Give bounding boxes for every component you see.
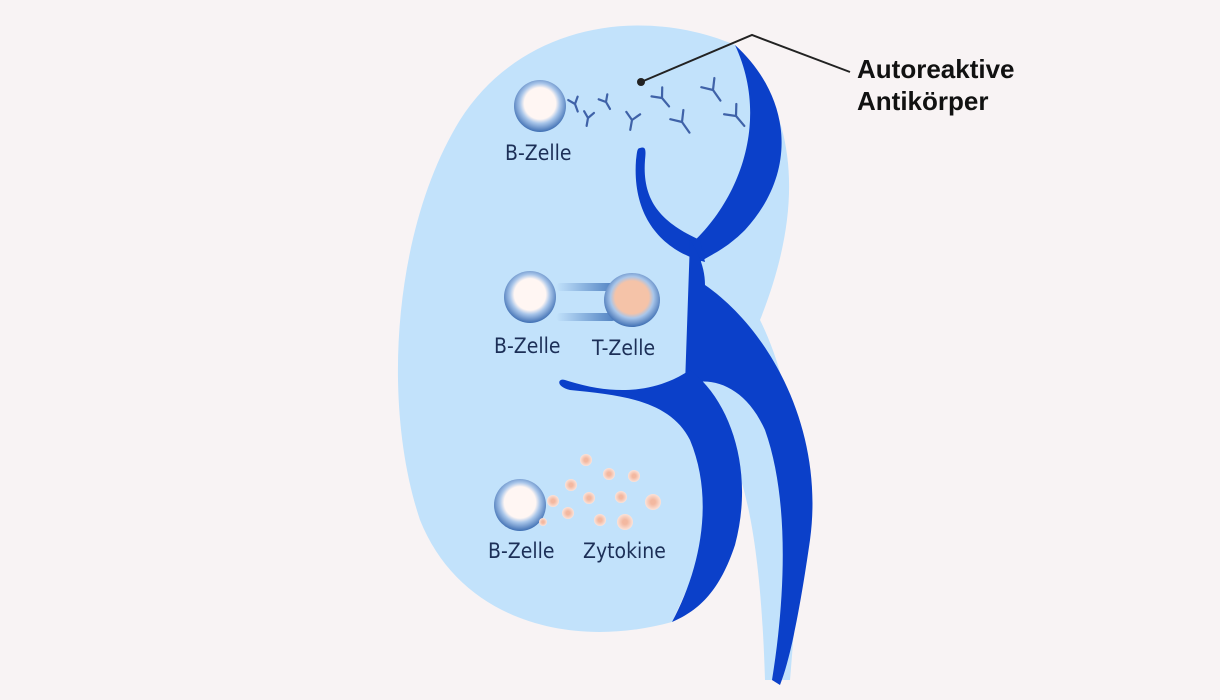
cytokine-label: Zytokine [583,539,666,563]
cytokine-dots [539,454,661,530]
callout-leader-line [640,33,851,83]
renal-pelvis [559,45,813,685]
b-cell-1 [514,80,566,132]
callout-line2: Antikörper [857,86,988,116]
b-cell-2 [504,271,556,323]
b-cell-label-1: B-Zelle [505,141,571,165]
b-cell-label-2: B-Zelle [494,334,560,358]
b-cell-label-3: B-Zelle [488,539,554,563]
callout-dot [637,78,645,86]
antibody-icons [567,76,746,134]
cell-bridge-top [556,283,616,291]
cell-bridge-bottom [556,313,616,321]
b-cell-3 [494,479,546,531]
callout-line1: Autoreaktive [857,54,1015,84]
t-cell-label: T-Zelle [591,336,655,360]
t-cell [604,273,660,327]
